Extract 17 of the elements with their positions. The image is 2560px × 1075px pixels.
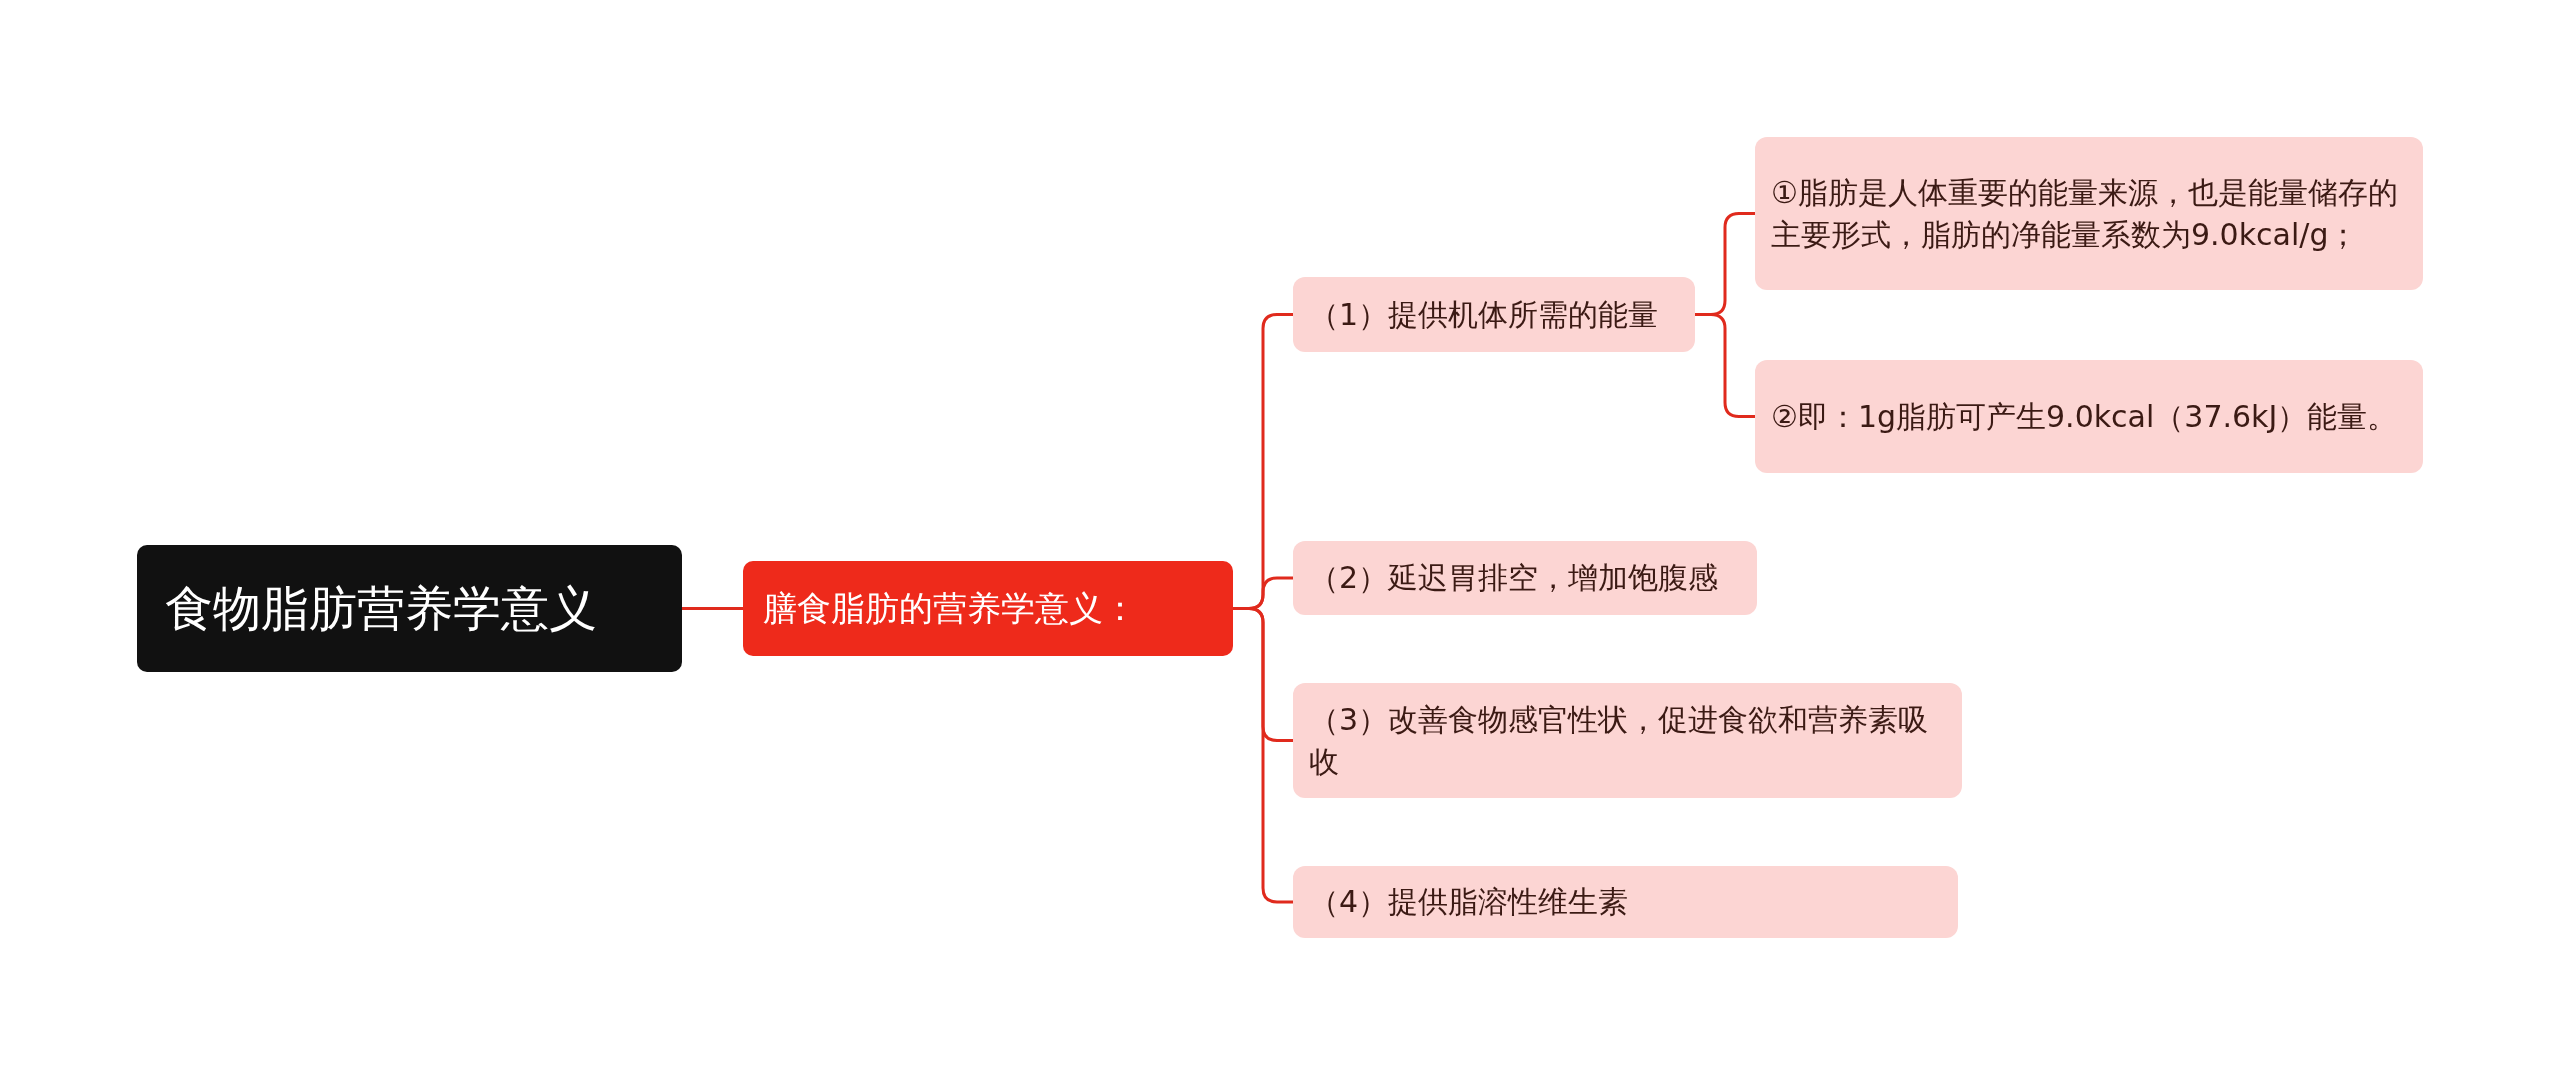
topic-text: ①脂肪是人体重要的能量来源，也是能量储存的主要形式，脂肪的净能量系数为9.0kcal/g；: [1771, 173, 2399, 254]
main-topic-box: [743, 561, 1233, 656]
topic-text: （1）提供机体所需的能量: [1309, 295, 1659, 334]
topic-text: （2）延迟胃排空，增加饱腹感: [1309, 559, 1719, 597]
subtopic-box: [1755, 360, 2423, 473]
topic-text: 膳食脂肪的营养学意义：: [763, 586, 1137, 630]
subtopic-box: [1755, 137, 2423, 290]
subtopic-box: [1293, 541, 1757, 615]
subtopic-box: [1293, 866, 1958, 938]
topic-text: （4）提供脂溶性维生素: [1309, 883, 1629, 921]
topic-text: ②即：1g脂肪可产生9.0kcal（37.6kJ）能量。: [1771, 397, 2398, 436]
topic-text: 食物脂肪营养学意义: [165, 578, 597, 638]
subtopic-box: [1293, 277, 1695, 352]
topic-text: （3）改善食物感官性状，促进食欲和营养素吸收: [1309, 700, 1930, 781]
connector-line: [682, 607, 743, 610]
subtopic-box: [1293, 683, 1962, 798]
root-topic-box: [137, 545, 682, 672]
